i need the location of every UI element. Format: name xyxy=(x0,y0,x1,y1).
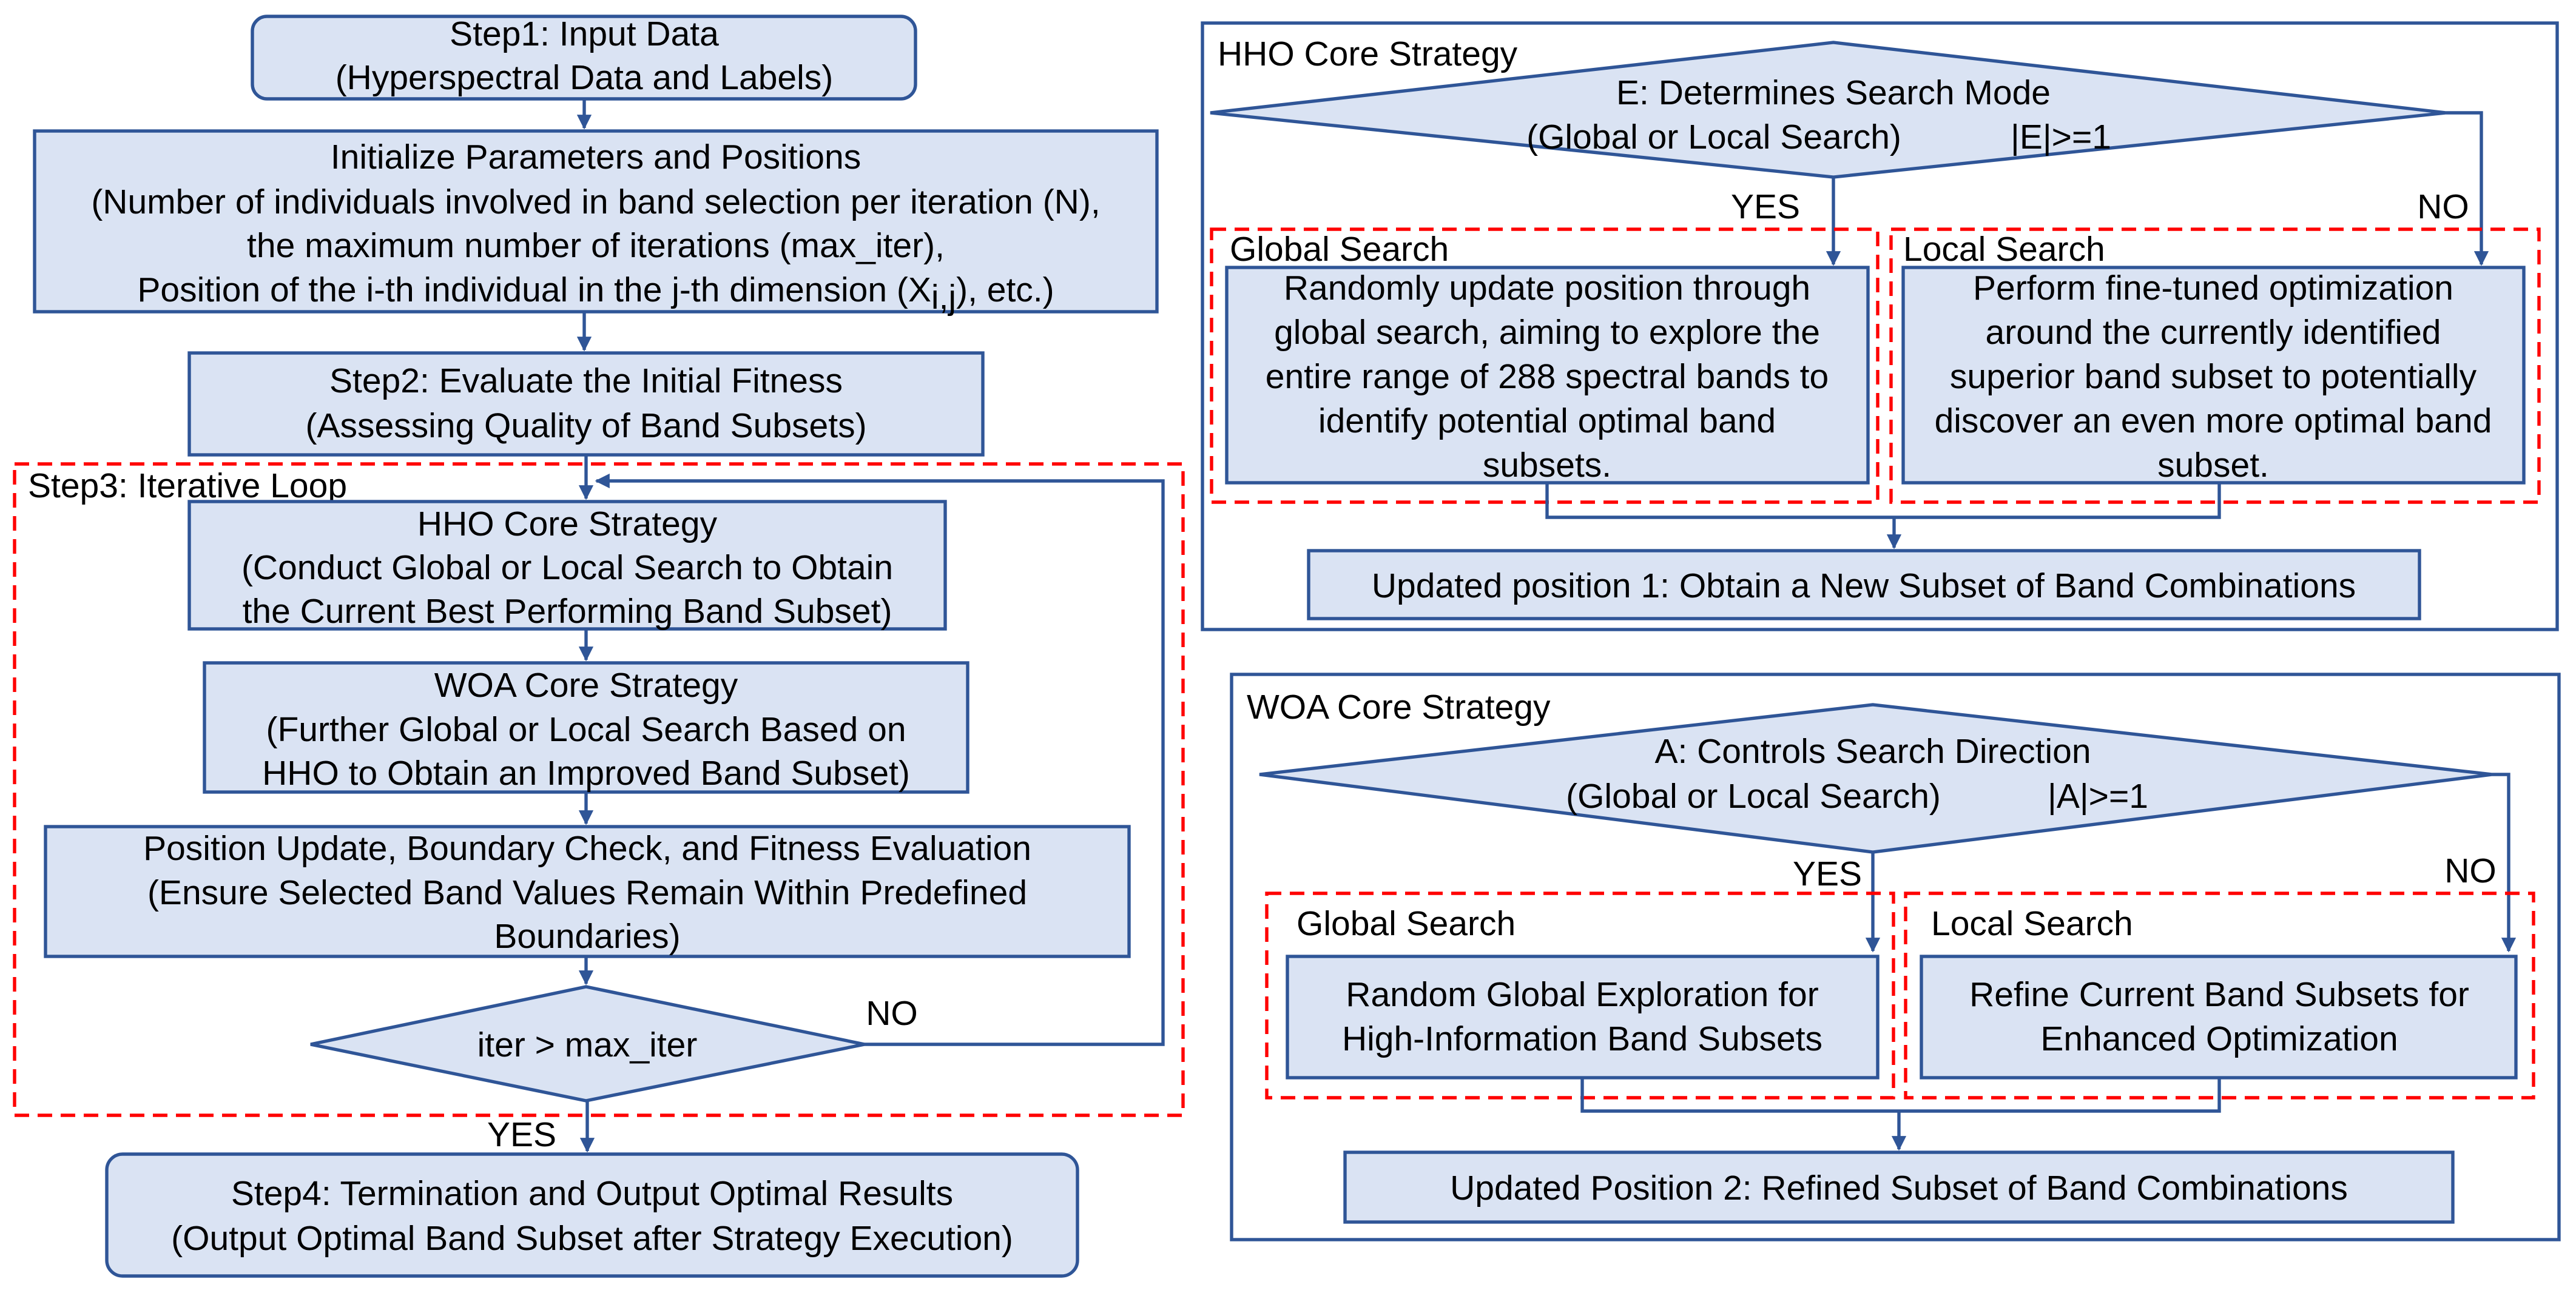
step1-title: Step1: Input Data xyxy=(450,15,719,53)
woa-result-text: Updated Position 2: Refined Subset of Ba… xyxy=(1450,1169,2348,1207)
hho-global-search-region xyxy=(1210,227,1880,504)
hho-mode-decision: E: Determines Search Mode (Global or Loc… xyxy=(1210,41,2447,179)
woa-global-search-region xyxy=(1265,892,1895,1100)
woa-local-search-label: Local Search xyxy=(1931,904,2133,943)
hho-local-line-4: discover an even more optimal band xyxy=(1935,401,2492,440)
hho-global-line-2: global search, aiming to explore the xyxy=(1274,313,1820,352)
step2-evaluate-fitness-box: Step2: Evaluate the Initial Fitness (Ass… xyxy=(187,351,985,457)
hho-local-line-2: around the currently identified xyxy=(1986,313,2441,352)
iteration-check-decision: iter > max_iter xyxy=(310,985,865,1103)
update-line-3: Boundaries) xyxy=(494,917,680,956)
hho-global-line-5: subsets. xyxy=(1483,446,1611,485)
init-line-3: the maximum number of iterations (max_it… xyxy=(247,226,945,265)
woa-local-line-2: Enhanced Optimization xyxy=(2040,1019,2398,1058)
hho-decision-condition: |E|>=1 xyxy=(2011,118,2111,156)
hho-global-line-3: entire range of 288 spectral bands to xyxy=(1266,357,1829,396)
hho-result-text: Updated position 1: Obtain a New Subset … xyxy=(1372,566,2356,605)
hho-local-line-5: subset. xyxy=(2157,446,2269,485)
hho-title: HHO Core Strategy xyxy=(417,505,718,543)
woa-global-search-label: Global Search xyxy=(1296,904,1516,943)
loop-no-label: NO xyxy=(866,994,918,1033)
step1-input-data-box: Step1: Input Data (Hyperspectral Data an… xyxy=(251,15,917,101)
woa-line-2: (Further Global or Local Search Based on xyxy=(266,710,906,749)
hho-global-search-label: Global Search xyxy=(1230,230,1449,269)
init-line-1: Initialize Parameters and Positions xyxy=(331,138,861,176)
woa-panel-title: WOA Core Strategy xyxy=(1247,688,1551,727)
woa-decision-condition: |A|>=1 xyxy=(2048,777,2148,816)
woa-merge-line xyxy=(1580,1078,2221,1113)
woa-local-search-region xyxy=(1904,892,2535,1100)
decision-text: iter > max_iter xyxy=(477,1026,698,1064)
hho-local-line-1: Perform fine-tuned optimization xyxy=(1973,269,2453,307)
woa-title: WOA Core Strategy xyxy=(434,666,738,705)
update-line-2: (Ensure Selected Band Values Remain With… xyxy=(147,873,1027,912)
hho-local-search-box: Perform fine-tuned optimization around t… xyxy=(1901,266,2526,485)
hho-decision-line-2: (Global or Local Search) xyxy=(1526,118,1901,156)
initialize-parameters-box: Initialize Parameters and Positions (Num… xyxy=(33,129,1159,317)
hho-global-line-4: identify potential optimal band xyxy=(1318,401,1776,440)
step3-loop-label: Step3: Iterative Loop xyxy=(28,466,347,505)
hho-line-3: the Current Best Performing Band Subset) xyxy=(243,592,892,631)
woa-global-line-2: High-Information Band Subsets xyxy=(1342,1019,1822,1058)
hho-decision-line-1: E: Determines Search Mode xyxy=(1616,73,2051,112)
hho-line-2: (Conduct Global or Local Search to Obtai… xyxy=(241,548,893,587)
hho-core-strategy-box: HHO Core Strategy (Conduct Global or Loc… xyxy=(187,500,947,631)
woa-decision-line-1: A: Controls Search Direction xyxy=(1654,732,2091,771)
hho-local-line-3: superior band subset to potentially xyxy=(1950,357,2477,396)
hho-no-label: NO xyxy=(2417,187,2469,226)
hho-no-arrow xyxy=(2446,111,2489,266)
step4-title: Step4: Termination and Output Optimal Re… xyxy=(231,1174,953,1213)
hho-panel-title: HHO Core Strategy xyxy=(1218,35,1518,73)
step1-detail: (Hyperspectral Data and Labels) xyxy=(335,58,834,97)
main-flow: Step1: Input Data (Hyperspectral Data an… xyxy=(13,15,1185,1278)
step4-detail: (Output Optimal Band Subset after Strate… xyxy=(171,1219,1013,1258)
woa-line-3: HHO to Obtain an Improved Band Subset) xyxy=(262,754,910,793)
woa-core-strategy-box: WOA Core Strategy (Further Global or Loc… xyxy=(203,661,969,794)
step4-output-box: Step4: Termination and Output Optimal Re… xyxy=(105,1152,1079,1278)
arrow-no-loop-back xyxy=(595,473,1165,1046)
woa-strategy-panel: WOA Core Strategy A: Controls Search Dir… xyxy=(1230,673,2561,1241)
step3-loop-region xyxy=(13,462,1185,1117)
hho-local-search-region xyxy=(1889,227,2541,504)
position-update-box: Position Update, Boundary Check, and Fit… xyxy=(44,825,1131,958)
hho-local-search-label: Local Search xyxy=(1903,230,2105,269)
hho-yes-label: YES xyxy=(1731,187,1800,226)
woa-decision-line-2: (Global or Local Search) xyxy=(1566,777,1941,816)
loop-yes-label: YES xyxy=(487,1115,556,1154)
step2-title: Step2: Evaluate the Initial Fitness xyxy=(329,361,843,400)
woa-global-line-1: Random Global Exploration for xyxy=(1346,975,1818,1014)
woa-updated-position-box: Updated Position 2: Refined Subset of Ba… xyxy=(1343,1150,2455,1224)
woa-global-search-box: Random Global Exploration for High-Infor… xyxy=(1286,955,1880,1080)
step2-detail: (Assessing Quality of Band Subsets) xyxy=(305,406,866,445)
hho-global-line-1: Randomly update position through xyxy=(1284,269,1810,307)
woa-local-line-1: Refine Current Band Subsets for xyxy=(1969,975,2469,1014)
update-line-1: Position Update, Boundary Check, and Fit… xyxy=(143,829,1031,868)
init-line-4: Position of the i-th individual in the j… xyxy=(137,270,1054,317)
woa-no-label: NO xyxy=(2444,851,2497,890)
hho-global-search-box: Randomly update position through global … xyxy=(1225,266,1870,485)
hho-strategy-panel: HHO Core Strategy E: Determines Search M… xyxy=(1201,21,2559,631)
hho-updated-position-box: Updated position 1: Obtain a New Subset … xyxy=(1307,549,2421,620)
woa-yes-label: YES xyxy=(1793,855,1862,893)
hho-merge-line xyxy=(1545,483,2221,519)
init-line-2: (Number of individuals involved in band … xyxy=(91,183,1100,221)
woa-local-search-box: Refine Current Band Subsets for Enhanced… xyxy=(1920,955,2518,1080)
